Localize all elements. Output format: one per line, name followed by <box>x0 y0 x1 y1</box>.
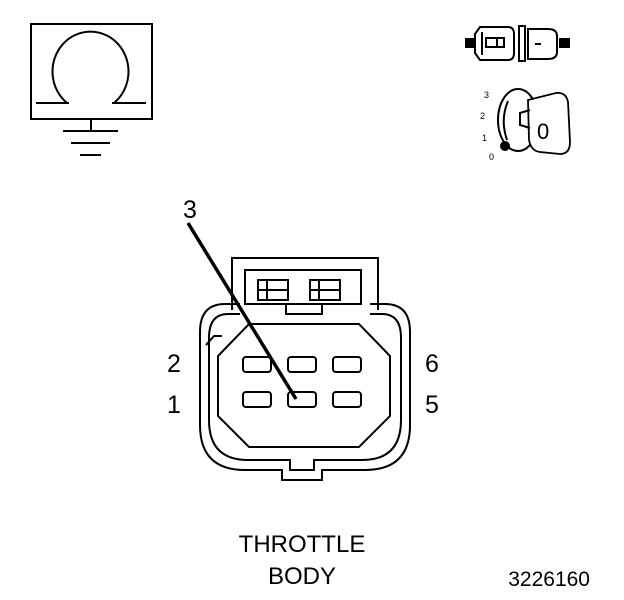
caption-line-1: THROTTLE <box>239 531 366 558</box>
pin-label-5: 5 <box>425 391 439 419</box>
cavity-3 <box>287 391 317 408</box>
connector-disconnect-icon <box>465 25 570 62</box>
caption-line-2: BODY <box>268 563 336 590</box>
pin-label-1: 1 <box>167 391 181 419</box>
key-face-label: 0 <box>537 119 549 144</box>
key-position-3: 3 <box>484 90 489 100</box>
key-position-0: 0 <box>489 152 494 162</box>
cavity-4 <box>287 356 317 373</box>
pin-3-leader <box>186 222 298 400</box>
pin-label-2: 2 <box>167 350 181 378</box>
cavity-5 <box>332 391 362 408</box>
cavity-1 <box>242 391 272 408</box>
ohmmeter-ground-icon <box>30 23 153 156</box>
key-position-1: 1 <box>482 133 487 143</box>
cavity-6 <box>332 356 362 373</box>
cavity-2 <box>242 356 272 373</box>
ignition-key-off-icon: 3 2 1 0 0 <box>480 88 571 162</box>
connector-face <box>199 257 411 481</box>
pin-label-3: 3 <box>183 196 197 224</box>
key-position-2: 2 <box>480 111 485 121</box>
pin-label-6: 6 <box>425 350 439 378</box>
reference-number: 3226160 <box>508 568 590 591</box>
